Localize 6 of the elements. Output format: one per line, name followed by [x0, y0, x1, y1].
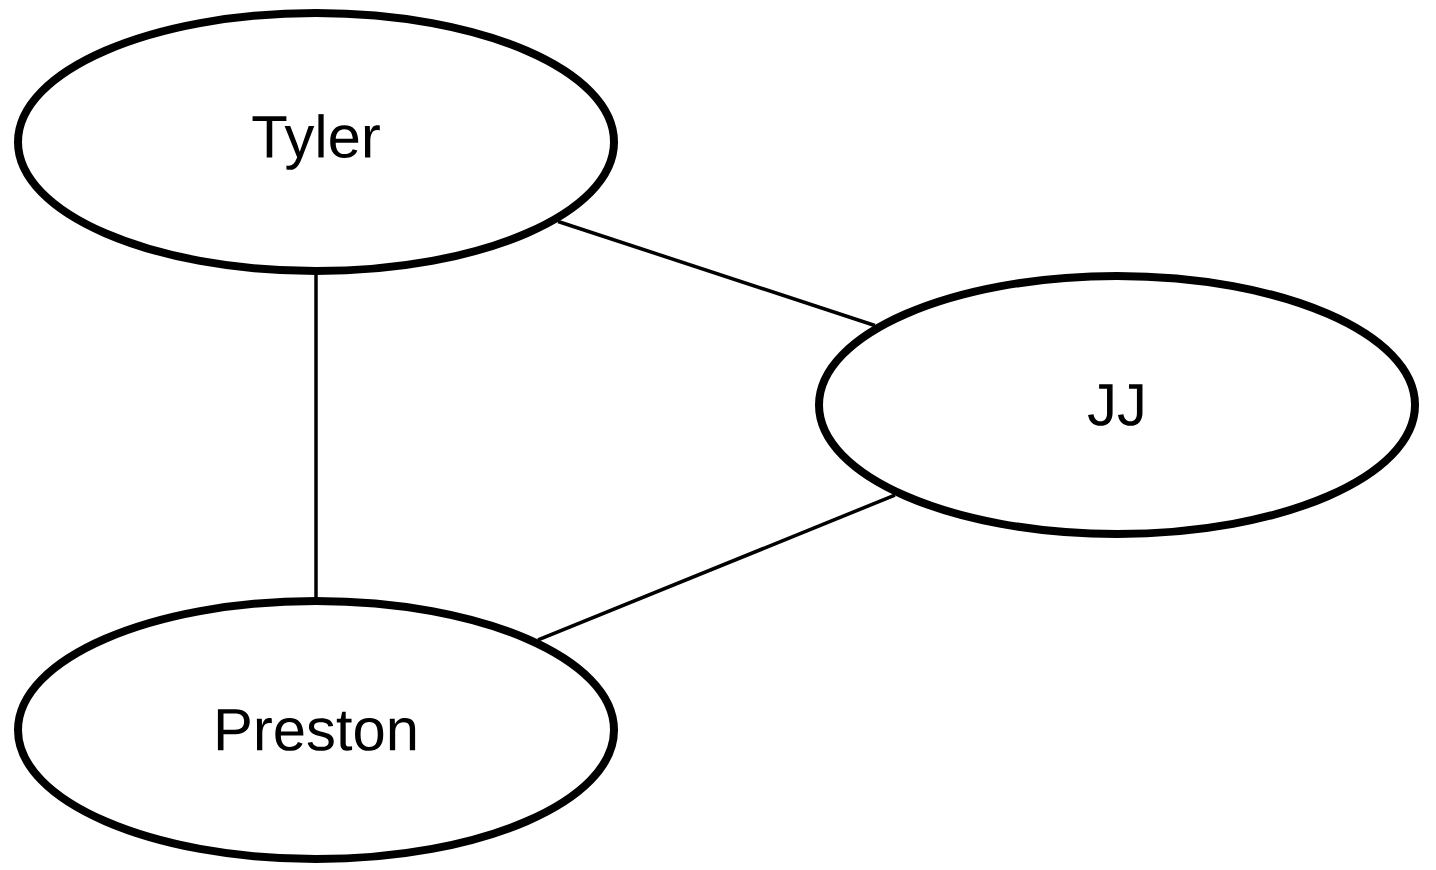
- connector-line: [557, 219, 876, 328]
- connector-line: [314, 275, 318, 597]
- ellipse-node: Preston: [14, 597, 618, 863]
- connector-line: [537, 493, 896, 642]
- ellipse-node: Tyler: [14, 9, 618, 275]
- ellipse-node: JJ: [815, 272, 1419, 538]
